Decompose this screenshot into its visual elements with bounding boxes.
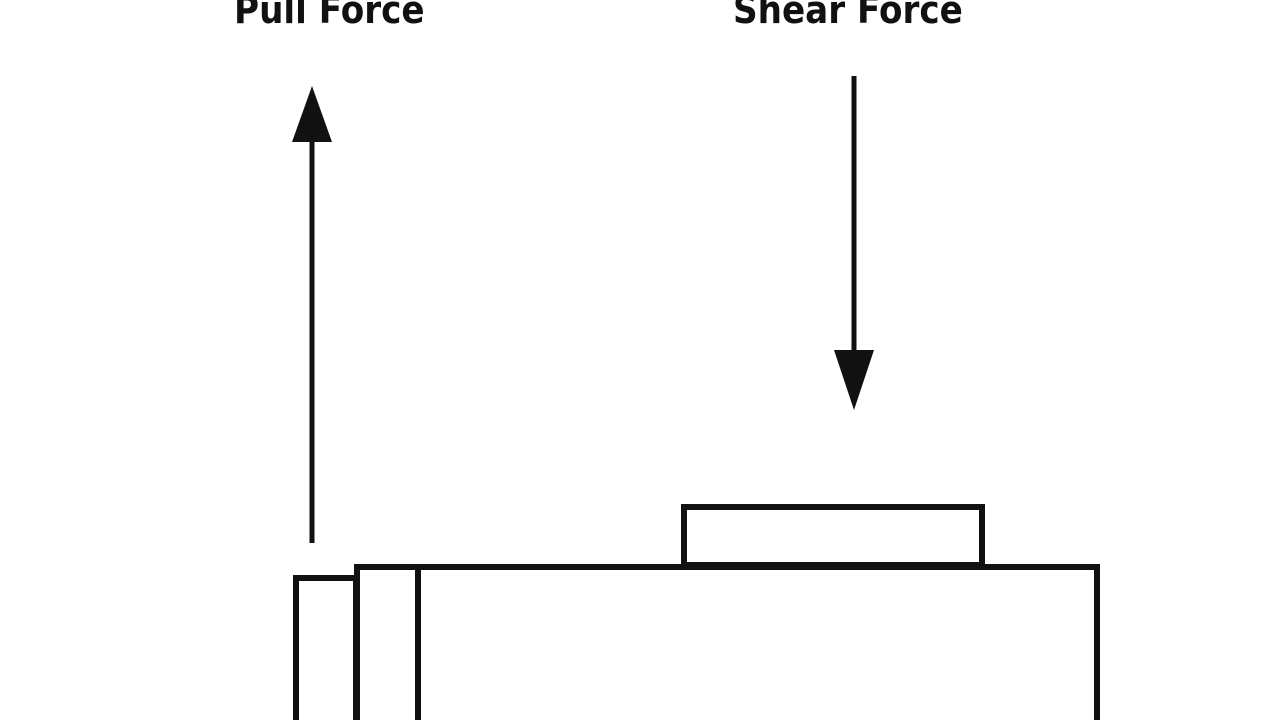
- left-tab: [293, 575, 359, 720]
- pull-arrow-head: [292, 86, 332, 142]
- top-block: [681, 504, 985, 568]
- pull-force-label: Pull Force: [234, 0, 425, 32]
- pull-force-arrow: [292, 86, 332, 543]
- base-plate: [354, 564, 1100, 720]
- shear-force-label: Shear Force: [733, 0, 963, 32]
- shear-arrow-head: [834, 350, 874, 410]
- shear-force-arrow: [834, 76, 874, 410]
